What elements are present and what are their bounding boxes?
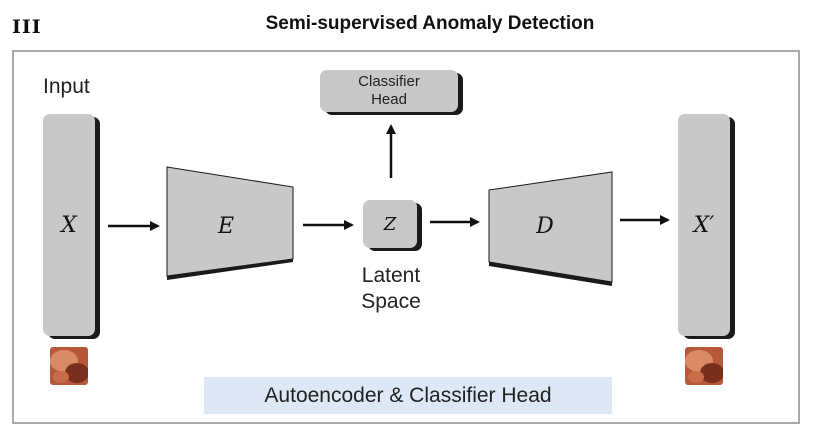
- latent-block: Z: [363, 200, 417, 248]
- panel-id: III: [12, 16, 42, 38]
- latent-label-line2: Space: [361, 290, 421, 313]
- decoder-symbol: D: [535, 214, 554, 239]
- latent-space-label: Latent Space: [355, 263, 427, 315]
- input-label: Input: [43, 75, 90, 98]
- output-block: X′: [678, 114, 730, 336]
- classifier-head-line2: Head: [371, 91, 407, 108]
- input-symbol: X: [61, 212, 77, 238]
- classifier-head-line1: Classifier: [358, 73, 420, 90]
- latent-label-line1: Latent: [361, 264, 421, 287]
- input-block: X: [43, 114, 95, 336]
- output-symbol: X′: [693, 212, 715, 238]
- caption-banner: Autoencoder & Classifier Head: [204, 377, 612, 414]
- diagram-title: Semi-supervised Anomaly Detection: [265, 13, 595, 34]
- classifier-head-block: Classifier Head: [320, 70, 458, 112]
- encoder-block: [166, 166, 294, 280]
- input-thumbnail-image: [50, 347, 88, 385]
- encoder-symbol: E: [217, 214, 234, 239]
- caption-text: Autoencoder & Classifier Head: [264, 383, 552, 407]
- decoder-block: [488, 171, 613, 286]
- latent-symbol: Z: [383, 213, 397, 235]
- output-thumbnail-image: [685, 347, 723, 385]
- diagram-frame: [12, 50, 800, 424]
